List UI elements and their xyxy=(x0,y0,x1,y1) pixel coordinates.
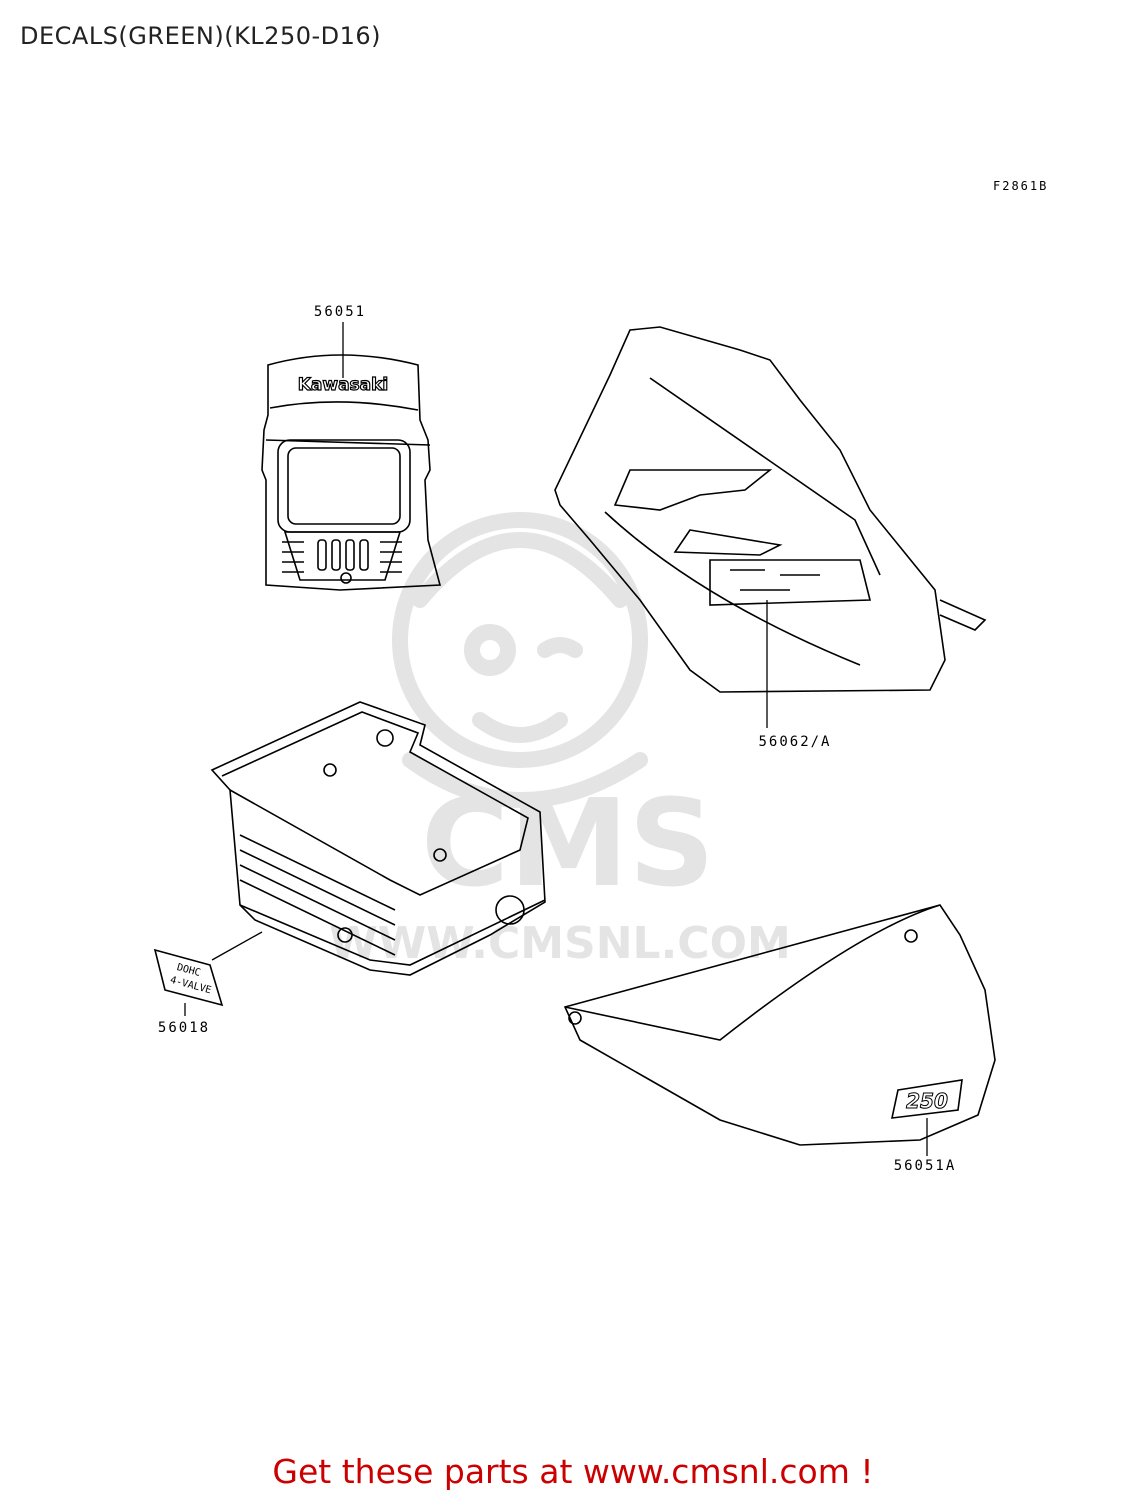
head-plug-hole xyxy=(376,729,394,747)
watermark-mascot-wink xyxy=(537,637,583,658)
figure-code: F2861B xyxy=(993,179,1048,193)
tank-outline xyxy=(554,326,946,693)
klr-graphic-decal xyxy=(613,469,872,606)
number-250-badge xyxy=(890,1079,963,1119)
side-cover-illustration xyxy=(563,904,996,1146)
leader-56018-part xyxy=(211,931,263,961)
headlight-lens-outer xyxy=(277,439,411,533)
fuel-tank-illustration xyxy=(554,326,987,693)
cowl-grille-slots xyxy=(282,539,402,573)
side-cover-ridge xyxy=(564,904,941,1041)
headlight-cowl-illustration xyxy=(261,354,442,591)
exhaust-port xyxy=(495,895,525,925)
footer-cta-link[interactable]: Get these parts at www.cmsnl.com ! xyxy=(272,1452,874,1491)
side-cover-bolt-front xyxy=(568,1011,582,1025)
watermark-mascot-smile xyxy=(472,712,568,743)
watermark-mascot-hair xyxy=(412,532,628,608)
watermark-mascot-head xyxy=(392,512,648,768)
watermark-url: WWW.CMSNL.COM xyxy=(329,918,791,969)
cowl-ridge xyxy=(269,401,419,411)
head-base xyxy=(239,899,546,966)
part-label-56051a[interactable]: 56051A xyxy=(894,1158,957,1174)
cylinder-head-illustration xyxy=(210,701,546,976)
tank-mount xyxy=(939,599,987,631)
headlight-lens-inner xyxy=(287,447,401,525)
head-top-rim xyxy=(221,711,529,896)
head-bolt-3 xyxy=(337,927,353,943)
watermark-mascot-eye xyxy=(464,624,516,676)
head-cooling-fins xyxy=(239,834,396,956)
watermark-mascot-collar xyxy=(402,752,648,808)
leader-lines xyxy=(184,322,928,1156)
page-title: DECALS(GREEN)(KL250-D16) xyxy=(20,22,382,50)
kawasaki-logo-decal: Kawasaki xyxy=(298,375,389,395)
dohc-label-decal: DOHC 4-VALVE xyxy=(153,948,224,1007)
cowl-stripe xyxy=(265,439,431,446)
cowl-outline xyxy=(261,354,442,591)
cowl-bolt xyxy=(340,572,352,584)
head-bolt-1 xyxy=(323,763,337,777)
tank-stripe-lower xyxy=(604,511,861,666)
head-bolt-2 xyxy=(433,848,447,862)
side-cover-outline xyxy=(563,904,996,1146)
part-label-56018[interactable]: 56018 xyxy=(158,1020,210,1036)
part-label-56051[interactable]: 56051 xyxy=(314,304,366,320)
watermark-brand: CMS xyxy=(421,775,715,914)
watermark xyxy=(392,512,648,808)
part-label-56062a[interactable]: 56062/A xyxy=(758,734,831,750)
cowl-grille-frame xyxy=(283,531,402,581)
tank-stripe-upper xyxy=(649,377,881,576)
side-cover-bolt-rear xyxy=(904,929,918,943)
number-250-decal: 250 xyxy=(906,1089,948,1113)
